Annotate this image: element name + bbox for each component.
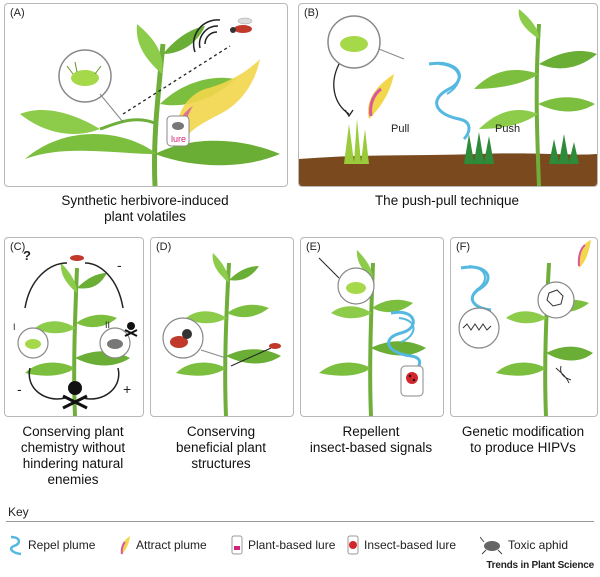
repel-plume-icon: [9, 535, 22, 556]
label-i: I: [13, 322, 16, 332]
minus-top: -: [117, 257, 122, 273]
key-label-plant-lure: Plant-based lure: [248, 538, 336, 552]
lure-text: lure: [171, 134, 186, 144]
panel-a-illustration: lure: [20, 17, 280, 186]
push-label: Push: [495, 123, 520, 135]
caption-f: Genetic modification to produce HIPVs: [446, 424, 600, 456]
toxic-aphid-icon: [480, 536, 503, 555]
key-item-repel: Repel plume: [8, 534, 95, 556]
caption-c-line1: Conserving plant: [22, 424, 124, 439]
label-ii: II: [105, 320, 110, 330]
panel-d-illustration: [162, 253, 281, 416]
key-label-repel: Repel plume: [28, 538, 96, 552]
plus-sign: +: [123, 381, 131, 397]
caption-c-line3: hindering natural: [22, 456, 124, 471]
key-label-toxic-aphid: Toxic aphid: [508, 538, 569, 552]
key-item-toxic-aphid: Toxic aphid: [480, 534, 568, 556]
caption-c-line4: enemies: [47, 472, 99, 487]
caption-a: Synthetic herbivore-induced plant volati…: [4, 193, 286, 225]
key-item-attract: Attract plume: [118, 534, 207, 556]
caption-e-line1: Repellent: [342, 424, 400, 439]
panel-c-label: (C): [10, 241, 26, 253]
key-label-attract: Attract plume: [136, 538, 207, 552]
caption-d-line3: structures: [191, 456, 251, 471]
caption-d-line2: beneficial plant: [175, 440, 267, 455]
caption-c: Conserving plant chemistry without hinde…: [0, 424, 146, 488]
panel-b: (B) Pull Push: [298, 3, 598, 187]
key-label-insect-lure: Insect-based lure: [364, 538, 457, 552]
panel-c: (C) ? - I II - +: [4, 237, 144, 417]
panel-c-illustration: ? - I II - +: [13, 248, 138, 416]
caption-f-line1: Genetic modification: [461, 424, 585, 439]
caption-e: Repellent insect-based signals: [296, 424, 446, 456]
caption-d-line1: Conserving: [186, 424, 256, 439]
caption-b-line1: The push-pull technique: [374, 193, 520, 208]
caption-f-line2: to produce HIPVs: [470, 440, 576, 455]
insect-lure-icon: [347, 535, 359, 555]
caption-e-line2: insect-based signals: [309, 440, 433, 455]
key-divider: [6, 521, 594, 522]
key-item-plant-lure: Plant-based lure: [230, 534, 335, 556]
panel-d: (D): [150, 237, 294, 417]
pull-label: Pull: [391, 123, 409, 135]
caption-a-line2: plant volatiles: [104, 209, 186, 224]
caption-a-line1: Synthetic herbivore-induced: [61, 193, 229, 208]
caption-c-line2: chemistry without: [20, 440, 126, 455]
panel-f-illustration: [458, 240, 593, 416]
plant-lure-icon: [231, 535, 243, 555]
panel-a-label: (A): [10, 7, 25, 19]
question-mark: ?: [23, 248, 31, 263]
panel-d-label: (D): [156, 241, 172, 253]
journal-brand: Trends in Plant Science: [486, 560, 594, 571]
caption-d: Conserving beneficial plant structures: [146, 424, 296, 472]
panel-e-label: (E): [306, 241, 321, 253]
panel-f-label: (F): [456, 241, 471, 253]
panel-b-illustration: Pull Push: [299, 9, 597, 186]
panel-e-illustration: [318, 250, 426, 416]
key-title: Key: [8, 505, 29, 519]
panel-a: (A) lure: [4, 3, 288, 187]
key-item-insect-lure: Insect-based lure: [346, 534, 456, 556]
panel-b-label: (B): [304, 7, 319, 19]
minus-bottom: -: [17, 381, 22, 397]
panel-e: (E): [300, 237, 444, 417]
caption-b: The push-pull technique: [298, 193, 596, 209]
attract-plume-icon: [120, 536, 130, 555]
panel-f: (F): [450, 237, 598, 417]
